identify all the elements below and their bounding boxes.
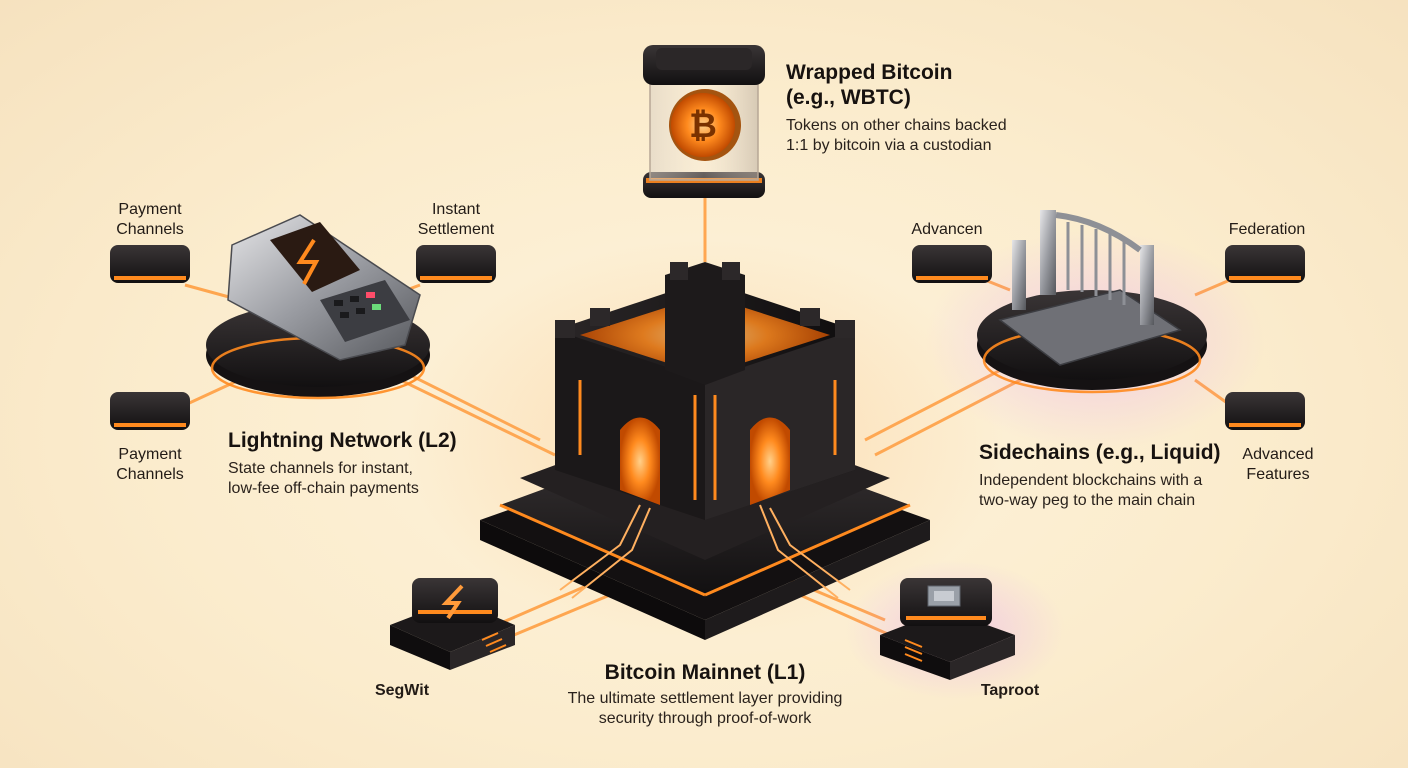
advanced-features-label: Advanced Features xyxy=(1242,446,1314,483)
lightning-network-desc: State channels for instant, low-fee off-… xyxy=(228,460,419,497)
satellite-node-payment-channels-top xyxy=(110,245,190,283)
federation-label: Federation xyxy=(1228,221,1306,238)
wrapped-bitcoin-label: Wrapped Bitcoin (e.g., WBTC) Tokens on o… xyxy=(786,60,1007,156)
bitcoin-coin-icon: ₿ xyxy=(669,89,741,161)
segwit-label: SegWit xyxy=(374,682,430,699)
satellite-node-federation xyxy=(1225,245,1305,283)
lightning-network-label: Lightning Network (L2) State channels fo… xyxy=(228,428,457,499)
satellite-node-segwit xyxy=(390,578,515,670)
sidechains-label: Sidechains (e.g., Liquid) Independent bl… xyxy=(979,440,1221,511)
bridge-gate-icon xyxy=(998,210,1182,366)
wrapped-bitcoin-title: Wrapped Bitcoin (e.g., WBTC) xyxy=(786,61,953,109)
sidechain-platform xyxy=(977,210,1207,394)
sidechains-desc: Independent blockchains with a two-way p… xyxy=(979,472,1203,509)
satellite-node-instant-settlement xyxy=(416,245,496,283)
wrapped-bitcoin-desc: Tokens on other chains backed 1:1 by bit… xyxy=(786,117,1007,154)
payment-channels-top-label: Payment Channels xyxy=(116,201,184,238)
satellite-node-advancen xyxy=(912,245,992,283)
advancen-label: Advancen xyxy=(911,221,983,238)
bitcoin-mainnet-label: Bitcoin Mainnet (L1) The ultimate settle… xyxy=(540,660,870,729)
lightning-bolt-icon xyxy=(441,584,464,620)
wrapped-bitcoin-jar: ₿ xyxy=(643,45,765,198)
lightning-platform xyxy=(206,214,430,400)
satellite-node-taproot xyxy=(880,578,1015,680)
satellite-node-advanced-features xyxy=(1225,392,1305,430)
lightning-network-title: Lightning Network (L2) xyxy=(228,429,457,452)
payment-channels-bottom-label: Payment Channels xyxy=(116,446,184,483)
payment-terminal-icon xyxy=(227,214,421,361)
bitcoin-mainnet-title: Bitcoin Mainnet (L1) xyxy=(604,661,806,684)
taproot-label: Taproot xyxy=(980,682,1040,699)
castle-fortress-icon xyxy=(480,262,930,640)
sidechains-title: Sidechains (e.g., Liquid) xyxy=(979,441,1221,464)
svg-text:₿: ₿ xyxy=(689,107,717,145)
instant-settlement-label: Instant Settlement xyxy=(417,201,495,238)
chip-icon xyxy=(927,585,961,607)
bitcoin-mainnet-desc: The ultimate settlement layer providing … xyxy=(567,690,843,727)
satellite-node-payment-channels-bottom xyxy=(110,392,190,430)
